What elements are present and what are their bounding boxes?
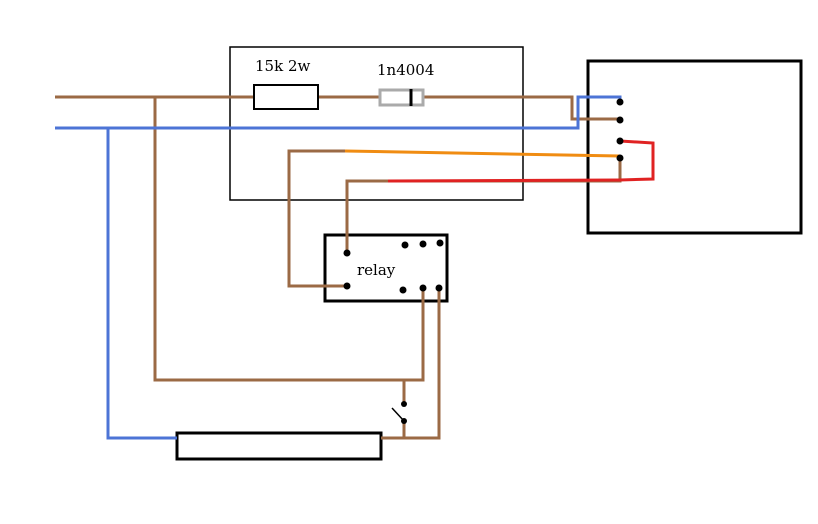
red-link-wire xyxy=(619,139,655,182)
relay-terminal-top-2 xyxy=(419,240,427,248)
neutral-main-wire xyxy=(55,95,622,130)
relay-to-lamp-wire xyxy=(404,288,441,440)
relay-terminal-coil xyxy=(343,249,351,257)
relay-terminal-top-1 xyxy=(401,241,409,249)
switch-to-lamp-wire xyxy=(381,421,406,440)
relay-label: relay xyxy=(357,261,396,279)
red-coil-wire xyxy=(387,178,621,183)
neutral-drop-to-lamp-wire xyxy=(106,128,177,440)
device-terminal-1 xyxy=(616,98,624,106)
relay-terminal-bottom-3 xyxy=(435,284,443,292)
diode-1n4004 xyxy=(378,88,425,107)
orange-signal-wire xyxy=(344,149,621,158)
relay-box xyxy=(323,233,449,303)
relay-terminal-bottom-2 xyxy=(419,284,427,292)
component-enclosure-box xyxy=(229,46,524,201)
live-drop-to-switch-wire xyxy=(153,97,425,382)
resistor-15k xyxy=(253,84,319,110)
relay-terminal-common xyxy=(343,282,351,290)
live-wires xyxy=(55,95,622,440)
diode-label: 1n4004 xyxy=(377,61,434,79)
device-box-right xyxy=(586,59,803,235)
diode-to-device-wire xyxy=(423,95,620,121)
terminals xyxy=(343,98,624,424)
switch-terminal-bottom xyxy=(401,418,407,424)
resistor-label: 15k 2w xyxy=(255,57,310,75)
relay-common-wire xyxy=(287,149,347,288)
relay-coil-feed-wire xyxy=(345,158,622,253)
lamp-fixture xyxy=(175,431,383,461)
device-terminal-2 xyxy=(616,116,624,124)
device-terminal-3 xyxy=(616,137,624,145)
neutral-wires xyxy=(55,95,622,440)
switch-terminal-top xyxy=(401,401,407,407)
relay-terminal-top-3 xyxy=(436,239,444,247)
device-terminal-4 xyxy=(616,154,624,162)
relay-terminal-bottom-1 xyxy=(399,286,407,294)
